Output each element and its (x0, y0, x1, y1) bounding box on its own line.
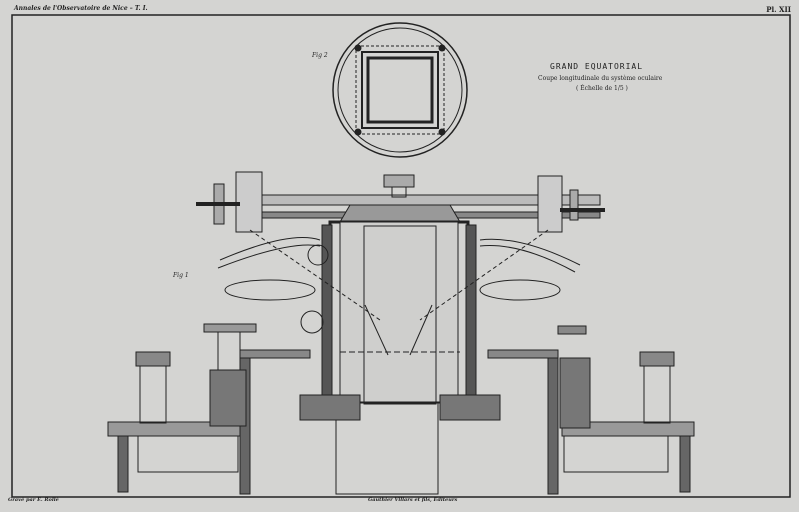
fig2-eyepiece-plan (332, 22, 468, 158)
engraver-credit: Gravé par E. Rollé (8, 497, 59, 503)
scale-note: ( Échelle de 1/5 ) (576, 85, 628, 92)
plate-frame (11, 14, 791, 498)
publisher-credit: Gauthier Villars et fils, Éditeurs (368, 497, 458, 503)
fig1-section (107, 171, 695, 495)
series-header: Annales de l'Observatoire de Nice – T. I… (14, 5, 148, 12)
plate-subtitle: Coupe longitudinale du système oculaire (538, 75, 663, 82)
fig2-label: Fig 2 (312, 52, 328, 59)
plate-title: GRAND EQUATORIAL (550, 62, 644, 71)
fig1-label: Fig 1 (173, 272, 189, 279)
plate-number: Pl. XII (766, 5, 791, 14)
